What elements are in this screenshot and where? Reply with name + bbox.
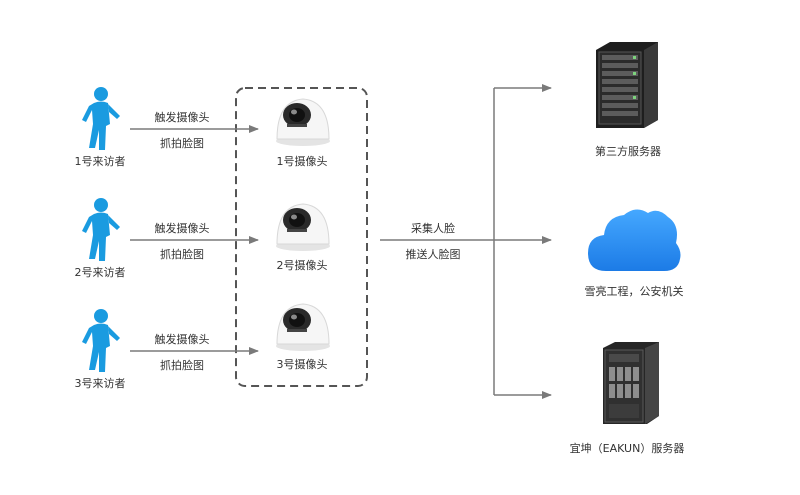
dome-camera-icon (276, 303, 330, 351)
camera-label: 2号摄像头 (276, 259, 328, 272)
cloud-icon (588, 209, 681, 271)
person-icon (82, 87, 120, 150)
person-icon (82, 198, 120, 261)
visitor-label: 2号来访者 (74, 266, 126, 279)
person-icon (82, 309, 120, 372)
capture-label: 抓拍脸图 (160, 137, 204, 150)
visitor-label: 1号来访者 (74, 155, 126, 168)
destination-label: 雪亮工程，公安机关 (584, 285, 684, 298)
capture-label: 抓拍脸图 (160, 359, 204, 372)
visitor-label: 3号来访者 (74, 377, 126, 390)
camera-group-box (235, 87, 368, 387)
trigger-label: 触发摄像头 (154, 222, 210, 235)
camera-label: 3号摄像头 (276, 358, 328, 371)
destination-label: 宜坤（EAKUN）服务器 (569, 442, 685, 455)
dome-camera-icon (276, 98, 330, 146)
destination-label: 第三方服务器 (595, 145, 661, 158)
trigger-label: 触发摄像头 (154, 333, 210, 346)
rack-server-icon (596, 42, 658, 128)
trigger-label: 触发摄像头 (154, 111, 210, 124)
tower-server-icon (603, 342, 659, 424)
capture-label: 抓拍脸图 (160, 248, 204, 261)
collection-label: 采集人脸 (411, 222, 455, 235)
push-label: 推送人脸图 (405, 248, 461, 261)
dome-camera-icon (276, 203, 330, 251)
camera-label: 1号摄像头 (276, 155, 328, 168)
